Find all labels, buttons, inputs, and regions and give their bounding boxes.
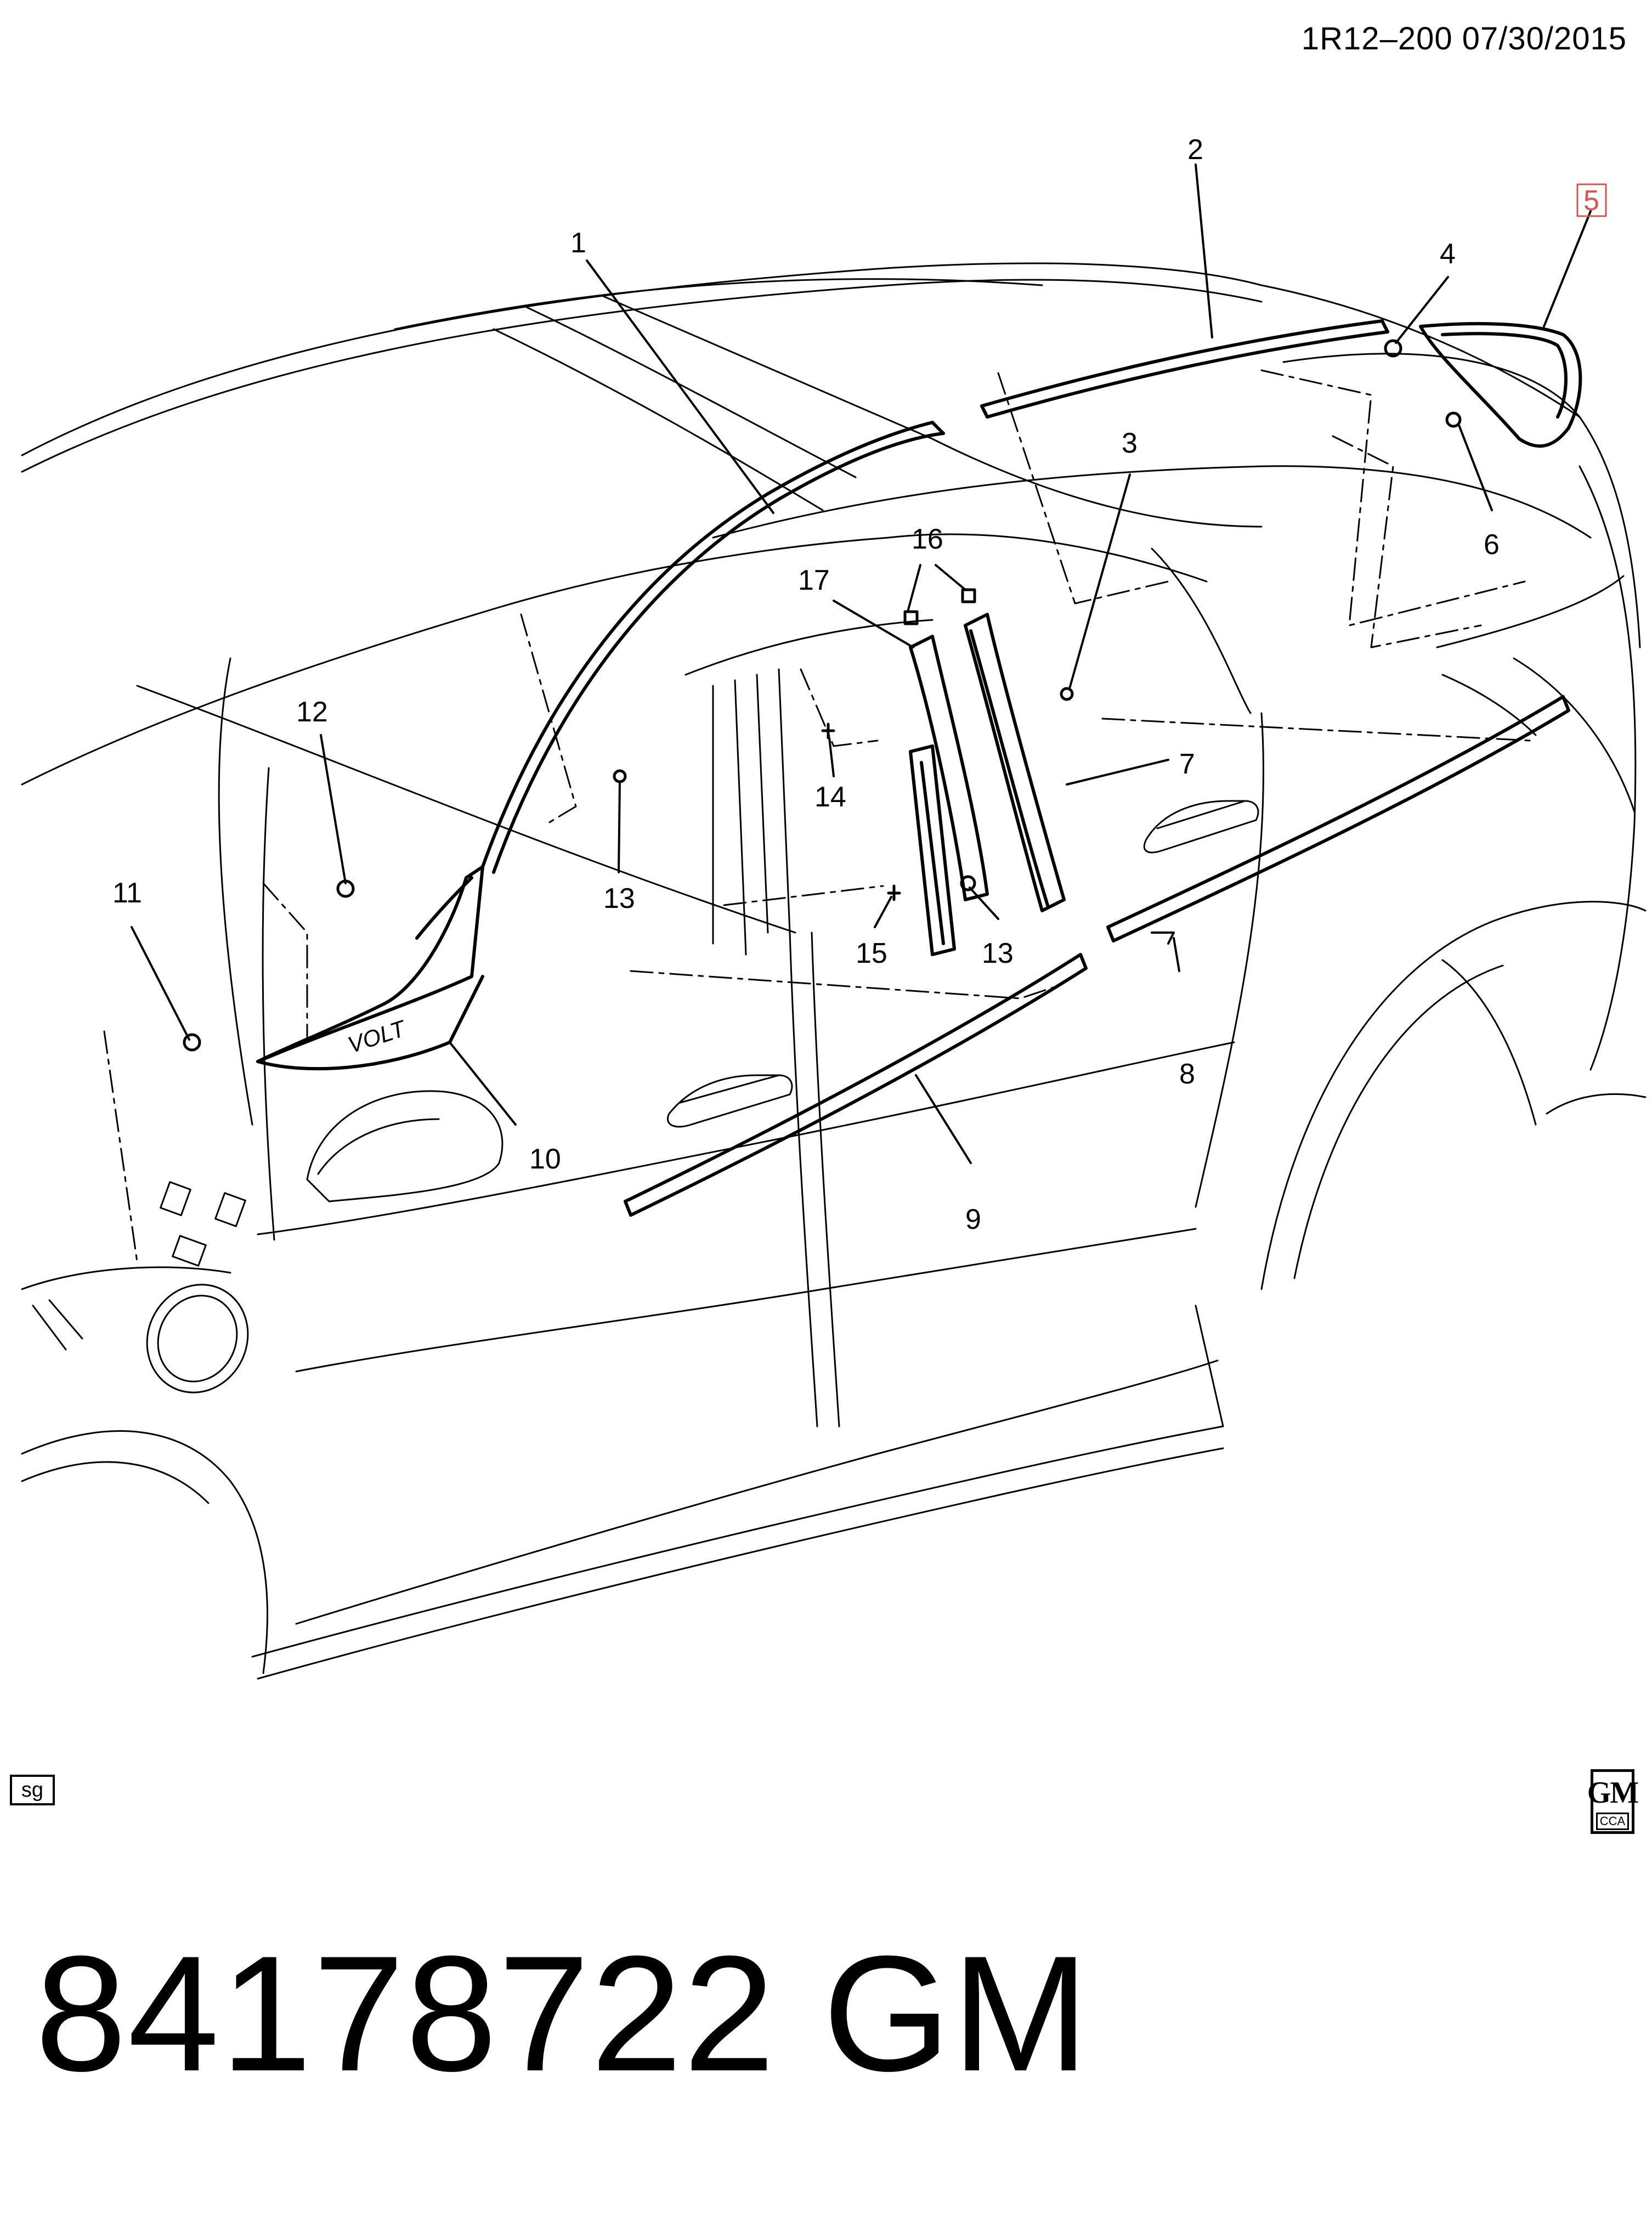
- callout-3: 3: [1122, 427, 1138, 459]
- part-9-front-belt-molding: [624, 953, 1088, 1217]
- part-5-quarter-window-applique: [1419, 322, 1582, 448]
- callout-16: 16: [912, 523, 943, 555]
- part-1-roof-molding: [481, 421, 945, 874]
- callout-2: 2: [1187, 134, 1203, 166]
- part-number: 84178722 GM: [35, 1921, 1090, 2105]
- callout-4: 4: [1440, 238, 1456, 270]
- gm-logo: GM CCA: [1587, 1769, 1639, 1834]
- callout-6: 6: [1484, 529, 1500, 561]
- callout-labels: 1 2 3 4 5 6 7 8 9 10 11 12 13 13 14 15 1…: [112, 134, 1607, 1235]
- callout-17: 17: [798, 564, 830, 596]
- fasteners: [183, 339, 1462, 1052]
- callout-13-left: 13: [603, 883, 635, 914]
- part-2-roof-molding-rear: [980, 319, 1389, 419]
- callout-1: 1: [570, 227, 586, 259]
- callout-8: 8: [1179, 1058, 1195, 1090]
- car-door-molding-diagram: VOLT: [21, 134, 1647, 1680]
- part-8-rear-belt-molding: [1106, 695, 1570, 942]
- callout-7: 7: [1179, 748, 1195, 780]
- part-7-b-pillar-applique: [964, 613, 1066, 912]
- callout-5: 5: [1583, 185, 1599, 217]
- callout-14: 14: [814, 781, 846, 813]
- callout-9: 9: [965, 1204, 981, 1235]
- callout-13-right: 13: [982, 938, 1014, 969]
- car-body-outline: [21, 262, 1647, 1680]
- part-17-b-pillar-applique-inner: [909, 635, 989, 956]
- part-10-trim-panel: VOLT: [256, 865, 484, 1071]
- gm-logo-text: GM: [1587, 1776, 1639, 1810]
- callout-15: 15: [856, 938, 887, 969]
- sg-label: sg: [10, 1775, 55, 1805]
- callout-12: 12: [296, 696, 328, 728]
- gm-logo-sub: CCA: [1596, 1813, 1630, 1830]
- callout-10: 10: [529, 1143, 561, 1175]
- diagram-reference: 1R12–200 07/30/2015: [1301, 21, 1627, 57]
- callout-11: 11: [112, 877, 142, 909]
- volt-badge: VOLT: [344, 1015, 410, 1058]
- leader-lines: [131, 163, 1592, 1164]
- callout-5-box: [1576, 183, 1607, 217]
- reference-lines: [103, 369, 1531, 1263]
